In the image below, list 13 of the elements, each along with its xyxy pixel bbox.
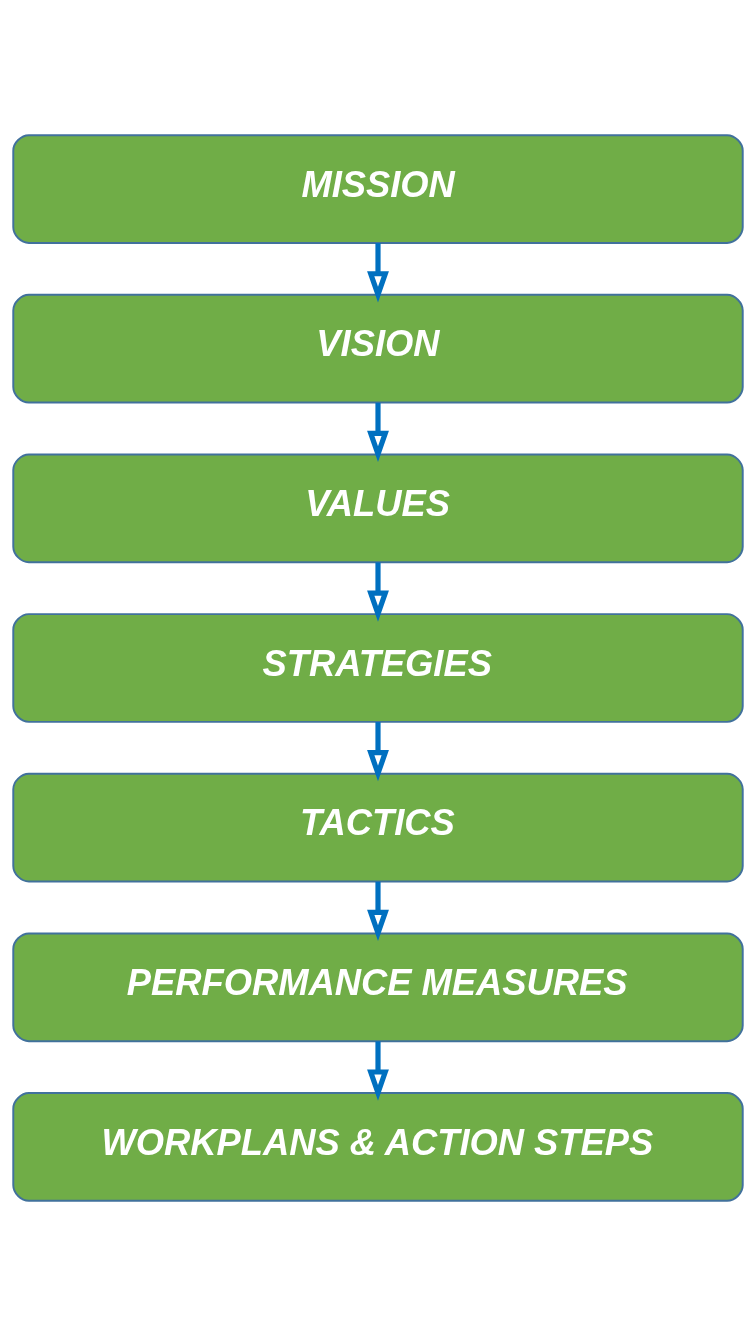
node-box: PERFORMANCE MEASURES	[12, 932, 744, 1043]
node-box: WORKPLANS & ACTION STEPS	[12, 1092, 744, 1202]
arrow	[367, 881, 389, 941]
node-box: STRATEGIES	[12, 613, 744, 723]
arrow	[367, 402, 389, 463]
node-box: MISSION	[12, 134, 744, 244]
arrow	[367, 1041, 389, 1101]
arrow	[367, 243, 389, 303]
node-box: VISION	[12, 293, 744, 404]
node-box: VALUES	[12, 453, 744, 564]
arrow	[367, 722, 389, 782]
arrow	[367, 562, 389, 622]
node-box: TACTICS	[12, 772, 744, 883]
